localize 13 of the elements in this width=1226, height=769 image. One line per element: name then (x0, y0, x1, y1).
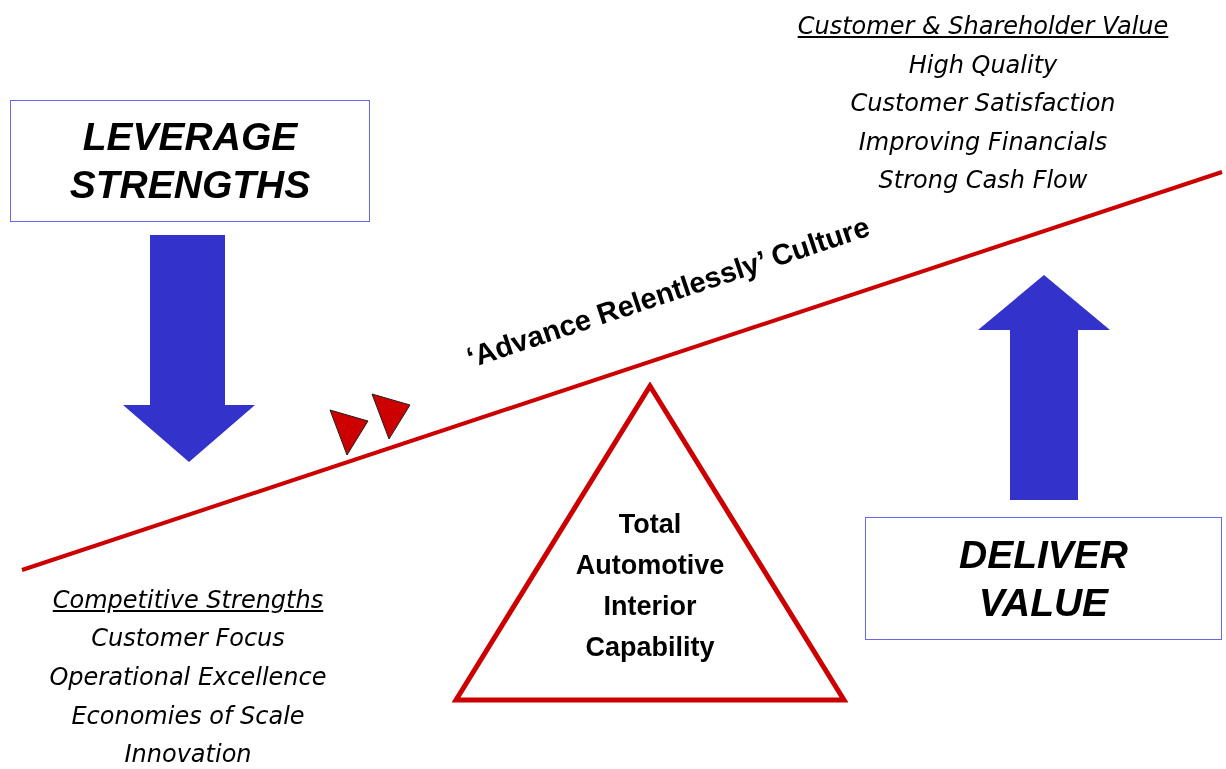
capability-text: Total Automotive Interior Capability (574, 508, 726, 664)
list-item: Customer Focus (91, 623, 285, 653)
list-item: Improving Financials (858, 127, 1108, 157)
list-item: Customer Satisfaction (850, 88, 1116, 118)
list-item: Economies of Scale (71, 701, 305, 731)
title-box: DELIVER VALUE (865, 517, 1222, 640)
title-box: LEVERAGE STRENGTHS (10, 100, 370, 222)
list-heading: Competitive Strengths (52, 585, 324, 615)
list-item: High Quality (908, 50, 1058, 80)
list-item: Innovation (124, 739, 252, 769)
list-item: Strong Cash Flow (878, 165, 1088, 195)
list-item: Operational Excellence (49, 662, 327, 692)
list-heading: Customer & Shareholder Value (797, 11, 1169, 41)
